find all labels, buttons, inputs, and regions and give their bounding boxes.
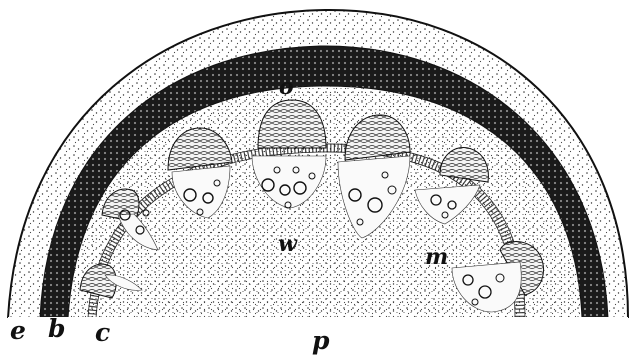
label-phloem: o [279,76,294,98]
label-epidermis: e [10,318,26,343]
label-pith: p [312,328,329,353]
label-cambium: c [95,320,110,345]
label-wood: w [278,233,297,255]
label-sclerenchyma-band: b [48,316,65,341]
label-medullary-ray: m [425,246,448,268]
